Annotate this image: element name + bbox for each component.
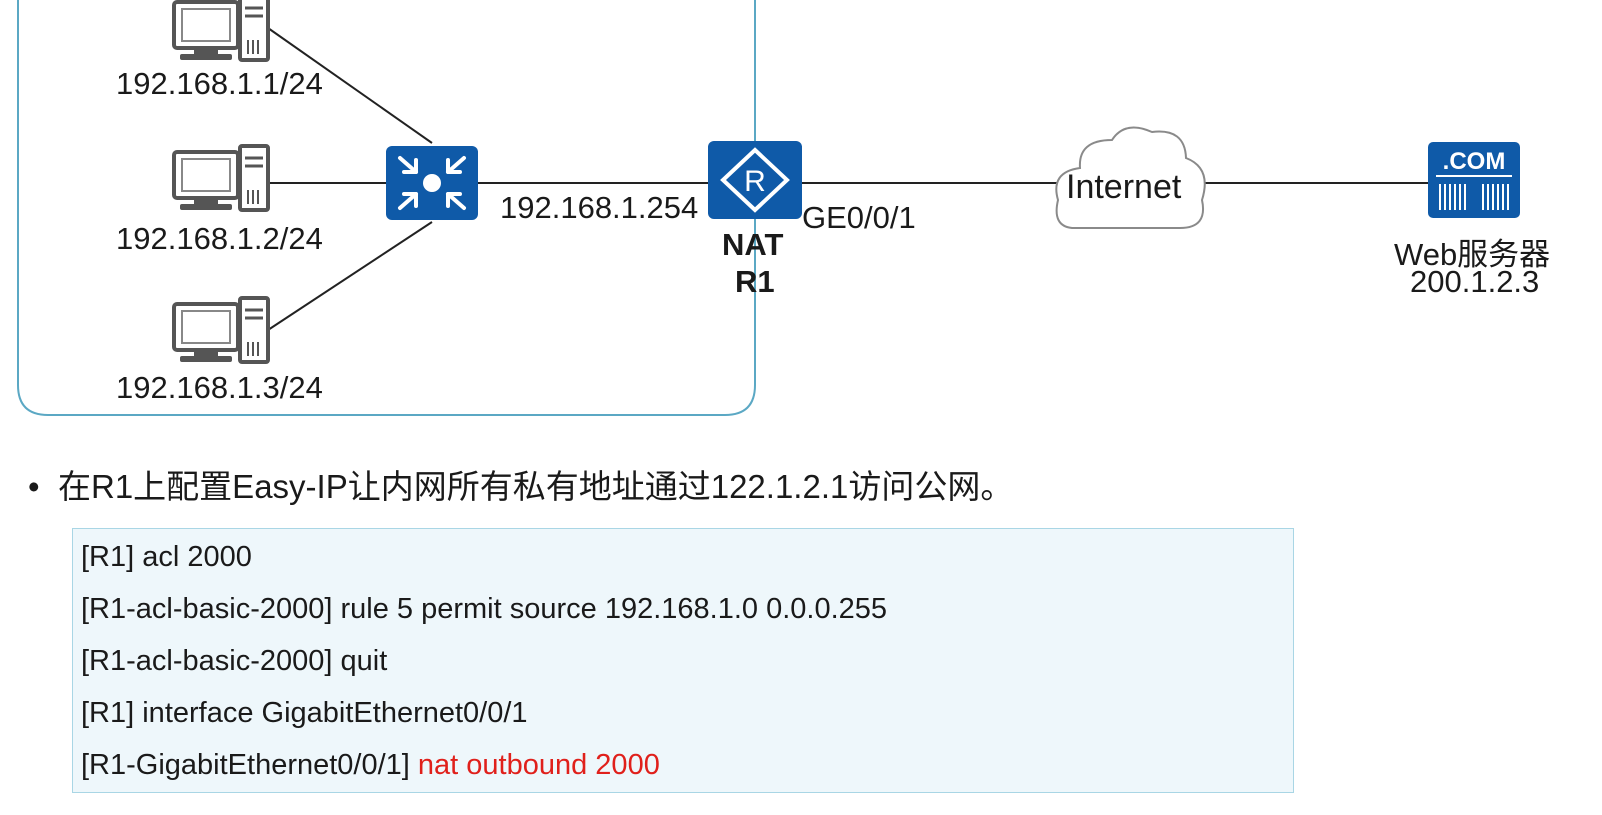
internet-label: Internet bbox=[1066, 168, 1182, 206]
code-line-5-highlight: nat outbound 2000 bbox=[417, 749, 660, 781]
config-code-block: [R1] acl 2000 [R1-acl-basic-2000] rule 5… bbox=[72, 528, 1294, 793]
server-name-label: Web服务器 bbox=[1394, 237, 1551, 272]
wan-interface-label: GE0/0/1 bbox=[802, 200, 916, 235]
code-line-3: [R1-acl-basic-2000] quit bbox=[81, 645, 388, 677]
link-pc1-switch bbox=[267, 27, 433, 144]
code-line-1: [R1] acl 2000 bbox=[81, 541, 252, 573]
router-role-label: NAT bbox=[722, 227, 784, 262]
internet-cloud-icon bbox=[1055, 126, 1206, 229]
router-icon: R bbox=[708, 141, 802, 219]
pc-icon-1 bbox=[172, 0, 270, 62]
task-description: • 在R1上配置Easy-IP让内网所有私有地址通过122.1.2.1访问公网。 bbox=[28, 460, 1013, 508]
pc1-ip-label: 192.168.1.1/24 bbox=[116, 66, 323, 101]
switch-icon bbox=[386, 146, 478, 220]
task-text: 在R1上配置Easy-IP让内网所有私有地址通过122.1.2.1访问公网。 bbox=[58, 468, 1014, 505]
router-name-label: R1 bbox=[735, 264, 775, 299]
pc2-ip-label: 192.168.1.2/24 bbox=[116, 221, 323, 256]
code-line-5-prompt: [R1-GigabitEthernet0/0/1] bbox=[81, 749, 418, 781]
link-pc3-switch bbox=[267, 221, 433, 331]
pc-icon-2 bbox=[172, 144, 270, 212]
network-diagram: R .COM bbox=[17, 0, 1520, 416]
web-server-icon: .COM bbox=[1428, 142, 1520, 218]
bullet-marker: • bbox=[28, 468, 40, 505]
code-line-4: [R1] interface GigabitEthernet0/0/1 bbox=[81, 697, 528, 729]
lan-gateway-label: 192.168.1.254 bbox=[500, 190, 699, 225]
server-badge: .COM bbox=[1443, 148, 1506, 175]
code-line-5: [R1-GigabitEthernet0/0/1] nat outbound 2… bbox=[81, 749, 660, 782]
lan-area-boundary bbox=[17, 0, 756, 416]
router-glyph: R bbox=[744, 165, 766, 198]
pc3-ip-label: 192.168.1.3/24 bbox=[116, 370, 323, 405]
server-ip-label: 200.1.2.3 bbox=[1410, 264, 1540, 299]
pc-icon-3 bbox=[172, 296, 270, 364]
code-line-2: [R1-acl-basic-2000] rule 5 permit source… bbox=[81, 593, 888, 625]
